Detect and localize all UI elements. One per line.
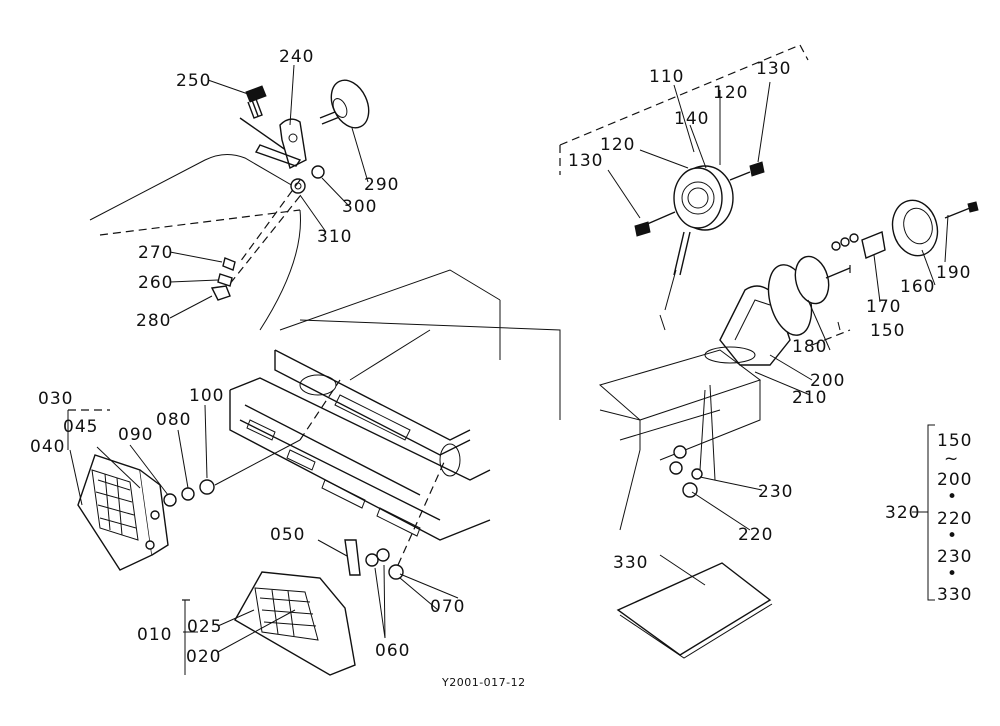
- kit-item-330: 330: [937, 585, 972, 605]
- label-180: 180: [792, 337, 827, 357]
- label-240: 240: [279, 47, 314, 67]
- label-300: 300: [342, 197, 377, 217]
- kit-dot-3: •: [947, 564, 958, 584]
- label-290: 290: [364, 175, 399, 195]
- label-120-right: 120: [713, 83, 748, 103]
- kit-range-tilde: ~: [944, 449, 959, 469]
- label-120-left: 120: [600, 135, 635, 155]
- leader-lines: [69, 64, 949, 653]
- label-140: 140: [674, 109, 709, 129]
- label-200: 200: [810, 371, 845, 391]
- label-060: 060: [375, 641, 410, 661]
- manual-book: [616, 562, 773, 659]
- label-010: 010: [137, 625, 172, 645]
- label-070: 070: [430, 597, 465, 617]
- kit-item-230: 230: [937, 547, 972, 567]
- label-320: 320: [885, 503, 920, 523]
- label-190: 190: [936, 263, 971, 283]
- label-310: 310: [317, 227, 352, 247]
- label-150: 150: [870, 321, 905, 341]
- label-025: 025: [187, 617, 222, 637]
- kit-item-200: 200: [937, 470, 972, 490]
- kit-dot-2: •: [947, 526, 958, 546]
- label-260: 260: [138, 273, 173, 293]
- label-170: 170: [866, 297, 901, 317]
- label-210: 210: [792, 388, 827, 408]
- callout-labels: 250 240 290 300 310 270 260 280 030 040 …: [30, 47, 971, 667]
- kit-bracket: [912, 424, 935, 601]
- label-045: 045: [63, 417, 98, 437]
- label-230: 230: [758, 482, 793, 502]
- label-330: 330: [613, 553, 648, 573]
- kit-item-150: 150: [937, 431, 972, 451]
- label-110: 110: [649, 67, 684, 87]
- label-250: 250: [176, 71, 211, 91]
- front-grille: [229, 329, 491, 541]
- label-080: 080: [156, 410, 191, 430]
- label-020: 020: [186, 647, 221, 667]
- label-040: 040: [30, 437, 65, 457]
- label-050: 050: [270, 525, 305, 545]
- label-160: 160: [900, 277, 935, 297]
- label-030: 030: [38, 389, 73, 409]
- label-100: 100: [189, 386, 224, 406]
- label-280: 280: [136, 311, 171, 331]
- kit-list: 150 ~ 200 • 220 • 230 • 330: [937, 431, 972, 605]
- label-270: 270: [138, 243, 173, 263]
- label-130-right: 130: [756, 59, 791, 79]
- label-130-left: 130: [568, 151, 603, 171]
- label-220: 220: [738, 525, 773, 545]
- lower-lamp: [182, 459, 446, 676]
- horn-assembly: [210, 79, 370, 301]
- kit-dot-1: •: [947, 487, 958, 507]
- left-headlamp: [67, 379, 341, 571]
- tail-lamp-assembly: [559, 44, 979, 366]
- label-090: 090: [118, 425, 153, 445]
- drawing-code: Y2001-017-12: [441, 676, 526, 689]
- hood-outline: [89, 154, 561, 420]
- rear-fender: [598, 349, 762, 531]
- kit-item-220: 220: [937, 509, 972, 529]
